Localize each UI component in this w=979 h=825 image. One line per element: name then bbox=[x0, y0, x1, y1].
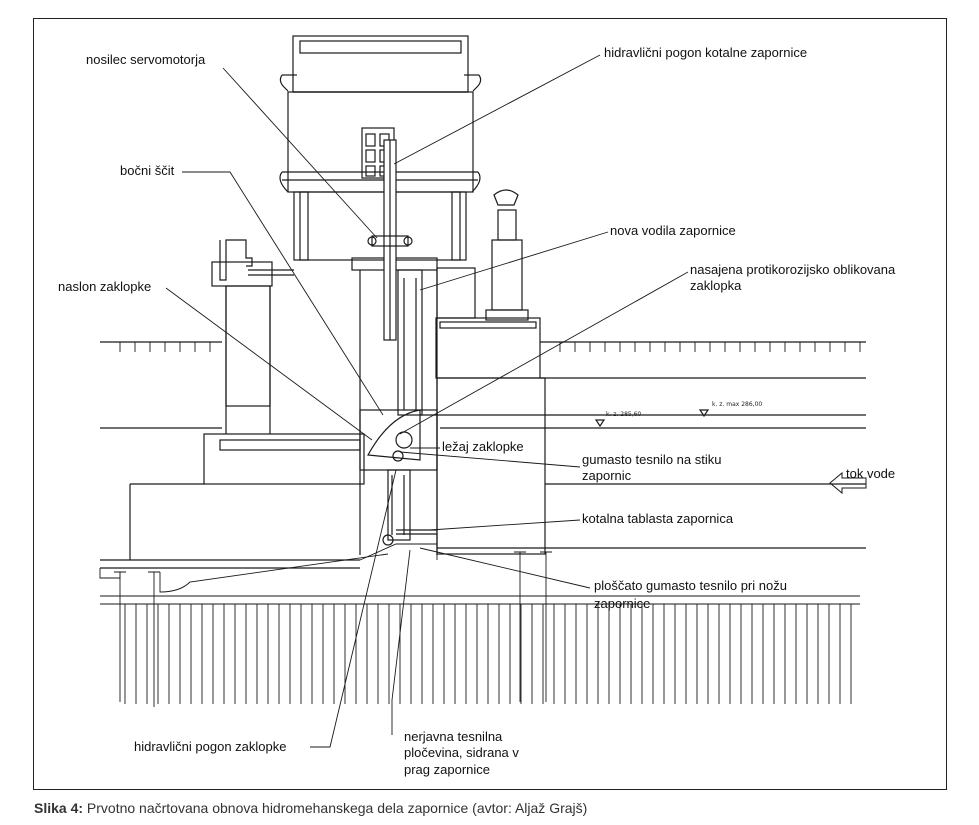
left-wall bbox=[100, 341, 360, 569]
label-hidravlicni-pogon-kotalne: hidravlični pogon kotalne zapornice bbox=[604, 45, 808, 60]
label-ploscato-line2: zapornice bbox=[594, 596, 651, 611]
label-nova-vodila: nova vodila zapornice bbox=[610, 223, 736, 238]
gate-shaft bbox=[351, 139, 438, 555]
level-right: k. z. max 286,00 bbox=[712, 401, 762, 408]
label-nasajena-line2: zaklopka bbox=[690, 278, 742, 293]
label-nerjavna-line1: nerjavna tesnilna bbox=[404, 729, 503, 744]
label-tok-vode: tok vode bbox=[846, 466, 896, 481]
label-kotalna-tablasta: kotalna tablasta zapornica bbox=[582, 511, 734, 526]
caption-prefix: Slika 4: bbox=[34, 800, 84, 816]
right-wall bbox=[420, 341, 866, 549]
label-bocni-scit: bočni ščit bbox=[120, 163, 175, 178]
water-level-markers bbox=[594, 409, 710, 428]
label-nerjavna-line2: pločevina, sidrana v bbox=[404, 745, 519, 760]
level-left: k. z. 285,60 bbox=[606, 411, 641, 418]
label-nerjavna-line3: prag zapornice bbox=[404, 762, 490, 777]
label-nosilec-servomotorja: nosilec servomotorja bbox=[86, 52, 206, 67]
tower-structure bbox=[279, 35, 482, 261]
flow-arrow bbox=[829, 471, 867, 495]
label-hidravlicni-pogon-zaklopke: hidravlični pogon zaklopke bbox=[134, 739, 287, 754]
ruler-ticks bbox=[119, 342, 861, 352]
caption-text: Prvotno načrtovana obnova hidromehanskeg… bbox=[83, 800, 588, 816]
figure-frame bbox=[33, 18, 947, 790]
left-pier bbox=[203, 239, 365, 485]
label-lezaj-zaklopke: ležaj zaklopke bbox=[442, 439, 524, 454]
label-gumasto-line1: gumasto tesnilo na stiku bbox=[582, 452, 722, 467]
label-ploscato-line1: ploščato gumasto tesnilo pri nožu bbox=[594, 578, 787, 593]
label-naslon-zaklopke: naslon zaklopke bbox=[58, 279, 152, 294]
figure-caption: Slika 4: Prvotno načrtovana obnova hidro… bbox=[34, 800, 587, 816]
right-pier bbox=[435, 189, 546, 555]
label-nasajena-line1: nasajena protikorozijsko oblikovana bbox=[690, 262, 896, 277]
leader-lines bbox=[165, 54, 689, 748]
label-gumasto-line2: zapornic bbox=[582, 468, 632, 483]
